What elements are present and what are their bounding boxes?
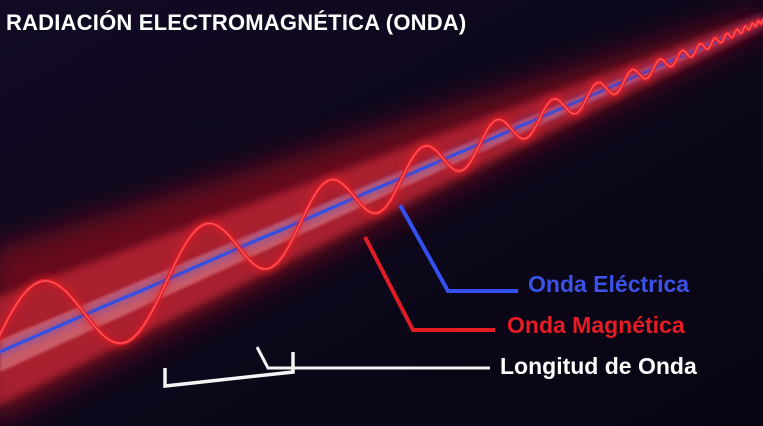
wavelength-leader-line [255,346,490,370]
magnetic-wave-highlight [0,19,763,344]
page-title: RADIACIÓN ELECTROMAGNÉTICA (ONDA) [6,10,467,35]
wavelength-bracket [163,352,295,388]
magnetic-wave-label: Onda Magnética [507,312,685,338]
magnetic-leader-line [363,236,495,332]
wavelength-label: Longitud de Onda [500,353,697,379]
electric-leader-line [398,204,518,293]
electric-wave-label: Onda Eléctrica [528,271,690,297]
wave-group [0,15,763,357]
